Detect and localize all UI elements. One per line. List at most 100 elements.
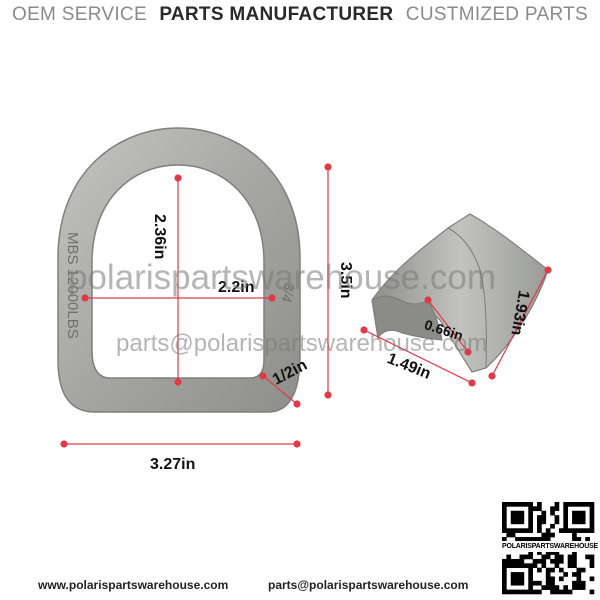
qr-module bbox=[519, 510, 525, 516]
qr-module bbox=[506, 563, 512, 569]
qr-module bbox=[576, 502, 582, 507]
footer-website: www.polarispartswarehouse.com bbox=[38, 578, 229, 592]
qr-module bbox=[554, 554, 560, 560]
qr-module bbox=[572, 515, 577, 520]
qr-module bbox=[563, 523, 569, 529]
qr-module bbox=[519, 580, 525, 586]
qr-module bbox=[576, 528, 582, 533]
qr-module bbox=[537, 502, 542, 507]
qr-module bbox=[515, 515, 520, 520]
qr-module bbox=[541, 510, 547, 516]
ring-code-text: 3/4 bbox=[279, 281, 298, 303]
qr-module bbox=[519, 563, 525, 569]
qr-module bbox=[519, 502, 525, 507]
qr-module bbox=[502, 585, 507, 590]
qr-label: POLARISPARTSWAREHOUSE bbox=[502, 541, 599, 552]
qr-module bbox=[550, 589, 555, 595]
qr-module bbox=[515, 580, 520, 586]
header-bar: OEM SERVICE PARTS MANUFACTURER CUSTMIZED… bbox=[0, 0, 600, 30]
qr-module bbox=[576, 519, 582, 525]
qr-module bbox=[506, 554, 512, 560]
qr-module bbox=[580, 567, 586, 573]
qr-module bbox=[528, 519, 533, 525]
qr-module bbox=[580, 515, 586, 520]
qr-module bbox=[537, 537, 542, 542]
qr-module bbox=[550, 550, 555, 555]
qr-module bbox=[502, 510, 507, 516]
qr-module bbox=[550, 558, 555, 564]
qr-module bbox=[502, 580, 507, 586]
qr-module bbox=[567, 589, 573, 595]
qr-module bbox=[510, 528, 516, 533]
qr-module bbox=[515, 502, 520, 507]
qr-module bbox=[545, 537, 551, 542]
qr-module bbox=[585, 554, 590, 560]
qr-module bbox=[519, 572, 525, 577]
qr-module bbox=[567, 554, 573, 560]
qr-module bbox=[558, 558, 564, 564]
qr-module bbox=[528, 550, 533, 555]
qr-module bbox=[567, 563, 573, 569]
qr-module bbox=[537, 550, 542, 555]
qr-module bbox=[541, 537, 547, 542]
qr-module bbox=[545, 576, 551, 582]
qr-module bbox=[589, 502, 595, 507]
qr-module bbox=[541, 554, 547, 560]
qr-module bbox=[506, 589, 512, 595]
qr-module bbox=[572, 510, 577, 516]
qr-module bbox=[515, 572, 520, 577]
qr-module bbox=[563, 506, 569, 512]
qr-module bbox=[554, 519, 560, 525]
qr-module bbox=[537, 580, 542, 586]
qr-module bbox=[510, 563, 516, 569]
qr-module bbox=[510, 576, 516, 582]
d-ring: MBS 12000LBS 3/4 bbox=[57, 127, 301, 413]
qr-module bbox=[541, 532, 547, 538]
qr-module bbox=[554, 558, 560, 564]
qr-module bbox=[528, 528, 533, 533]
qr-module bbox=[523, 589, 529, 595]
qr-module bbox=[502, 563, 507, 569]
qr-module bbox=[528, 537, 533, 542]
qr-module bbox=[572, 502, 577, 507]
qr-module bbox=[532, 537, 538, 542]
qr-module bbox=[550, 510, 555, 516]
qr-module bbox=[545, 580, 551, 586]
qr-module bbox=[541, 585, 547, 590]
qr-module bbox=[523, 528, 529, 533]
qr-module bbox=[563, 585, 569, 590]
qr-module bbox=[528, 523, 533, 529]
qr-module bbox=[528, 580, 533, 586]
qr-module bbox=[541, 558, 547, 564]
qr-module bbox=[572, 563, 577, 569]
qr-module bbox=[502, 523, 507, 529]
qr-module bbox=[519, 589, 525, 595]
qr-module bbox=[528, 554, 533, 560]
qr-module bbox=[519, 528, 525, 533]
qr-module bbox=[589, 519, 595, 525]
qr-module bbox=[537, 567, 542, 573]
qr-module bbox=[572, 537, 577, 542]
qr-module bbox=[589, 554, 595, 560]
qr-module bbox=[545, 554, 551, 560]
qr-module bbox=[576, 572, 582, 577]
qr-module bbox=[558, 528, 564, 533]
qr-module bbox=[563, 589, 569, 595]
dimension-lines bbox=[60, 163, 552, 448]
qr-module bbox=[510, 572, 516, 577]
qr-module bbox=[554, 563, 560, 569]
qr-module bbox=[528, 515, 533, 520]
qr-module bbox=[550, 523, 555, 529]
qr-module bbox=[545, 567, 551, 573]
qr-module bbox=[580, 580, 586, 586]
qr-module bbox=[523, 502, 529, 507]
qr-module bbox=[554, 506, 560, 512]
qr-module bbox=[567, 558, 573, 564]
qr-module bbox=[528, 585, 533, 590]
qr-module bbox=[550, 506, 555, 512]
dimension-ring-width: 2.2in bbox=[218, 279, 255, 296]
qr-module bbox=[545, 532, 551, 538]
qr-module bbox=[510, 532, 516, 538]
qr-module bbox=[541, 515, 547, 520]
qr-module bbox=[589, 589, 595, 595]
